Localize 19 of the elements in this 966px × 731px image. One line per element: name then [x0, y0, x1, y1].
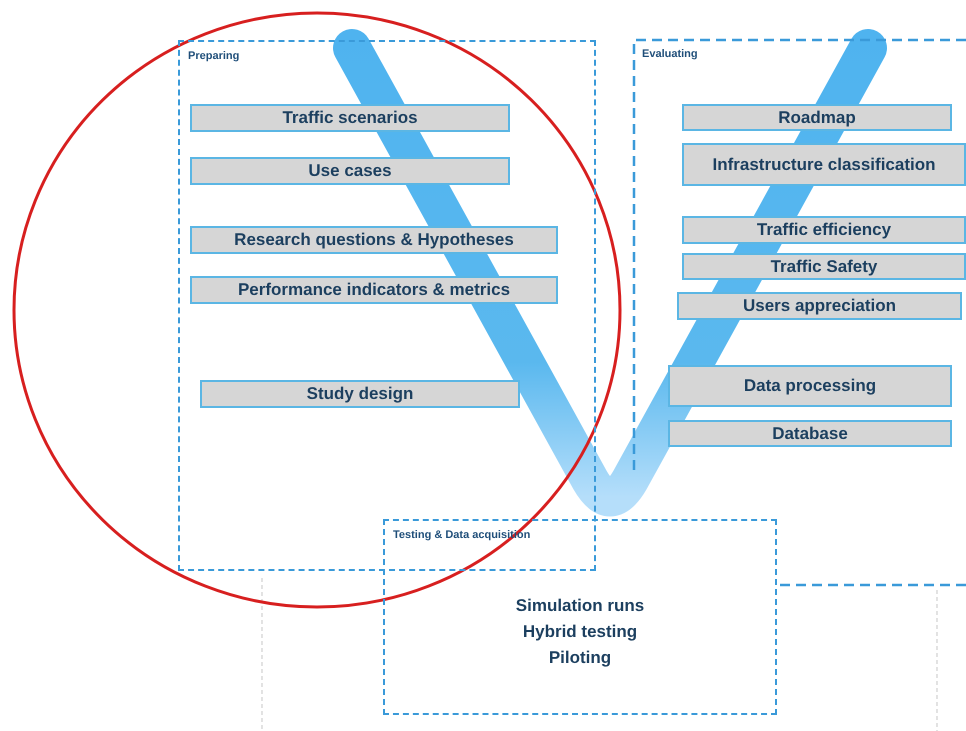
activity-label: Piloting [548, 647, 612, 668]
activity-label: Hybrid testing [522, 621, 638, 642]
step-box: Users appreciation [677, 292, 962, 320]
step-box: Performance indicators & metrics [190, 276, 558, 304]
step-box: Traffic efficiency [682, 216, 966, 244]
dashed-group-frame [178, 40, 596, 571]
dashed-group-frame [383, 519, 777, 715]
group-title: Evaluating [642, 48, 698, 60]
step-box: Traffic scenarios [190, 104, 510, 132]
step-box: Database [668, 420, 952, 447]
step-box: Traffic Safety [682, 253, 966, 280]
step-box: Infrastructure classification [682, 143, 966, 186]
step-box: Research questions & Hypotheses [190, 226, 558, 254]
step-box: Roadmap [682, 104, 952, 131]
step-box: Data processing [668, 365, 952, 407]
activity-label: Simulation runs [516, 595, 644, 616]
group-title: Preparing [188, 50, 240, 62]
step-box: Study design [200, 380, 520, 408]
step-box: Use cases [190, 157, 510, 185]
